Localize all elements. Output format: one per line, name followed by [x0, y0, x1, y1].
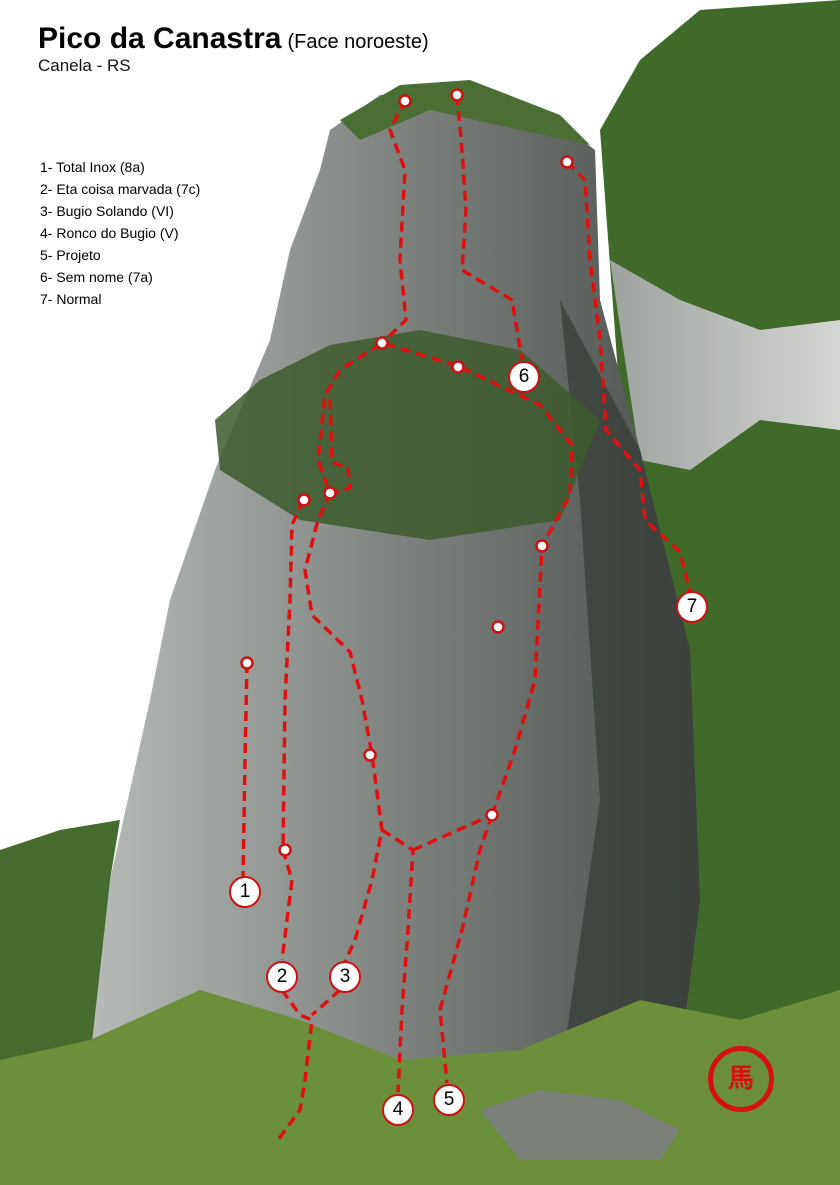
route-marker-1: 1 — [229, 876, 261, 908]
anchor-point — [323, 486, 337, 500]
anchor-point — [375, 336, 389, 350]
route-marker-5: 5 — [433, 1084, 465, 1116]
anchor-point — [297, 493, 311, 507]
left-forest — [0, 820, 120, 1080]
anchor-point — [450, 88, 464, 102]
anchor-point — [240, 656, 254, 670]
legend-item: 4- Ronco do Bugio (V) — [40, 225, 179, 241]
route-marker-4: 4 — [382, 1094, 414, 1126]
seal-stamp-logo: 馬 — [708, 1046, 774, 1112]
anchor-point — [485, 808, 499, 822]
route-6-line — [455, 94, 524, 361]
route-2-line — [276, 499, 314, 1142]
anchor-point — [560, 155, 574, 169]
legend-item: 1- Total Inox (8a) — [40, 159, 145, 175]
shared-upper-line — [316, 341, 574, 816]
ledge-vegetation — [215, 330, 600, 540]
rock-shadow — [560, 300, 700, 1080]
route-marker-2: 2 — [266, 961, 298, 993]
legend-item: 5- Projeto — [40, 247, 101, 263]
route-4-line — [381, 813, 493, 1093]
route-7-line — [565, 160, 692, 593]
route-5-line — [438, 814, 494, 1084]
route-legend: 1- Total Inox (8a) 2- Eta coisa marvada … — [40, 156, 200, 310]
page-title: Pico da Canastra(Face noroeste) — [38, 22, 429, 56]
summit-left-line — [380, 99, 408, 345]
location-label: Canela - RS — [38, 56, 131, 75]
route-3-line — [303, 492, 384, 1017]
anchor-point — [363, 748, 377, 762]
anchor-point — [535, 539, 549, 553]
right-rock-face — [610, 260, 840, 470]
anchor-point — [278, 843, 292, 857]
route-marker-6: 6 — [508, 361, 540, 393]
legend-item: 3- Bugio Solando (VI) — [40, 203, 174, 219]
route-1-line — [241, 662, 249, 881]
main-rock — [80, 85, 700, 1120]
title-subtitle: (Face noroeste) — [287, 31, 429, 53]
route-marker-3: 3 — [329, 961, 361, 993]
route-marker-7: 7 — [676, 591, 708, 623]
legend-item: 6- Sem nome (7a) — [40, 269, 153, 285]
legend-item: 7- Normal — [40, 291, 102, 307]
title-main: Pico da Canastra — [38, 22, 282, 55]
gray-shrubs — [480, 1090, 680, 1160]
routes — [240, 88, 692, 1142]
anchor-point — [451, 360, 465, 374]
legend-item: 2- Eta coisa marvada (7c) — [40, 181, 201, 197]
anchor-point — [398, 94, 412, 108]
anchor-point — [491, 620, 505, 634]
